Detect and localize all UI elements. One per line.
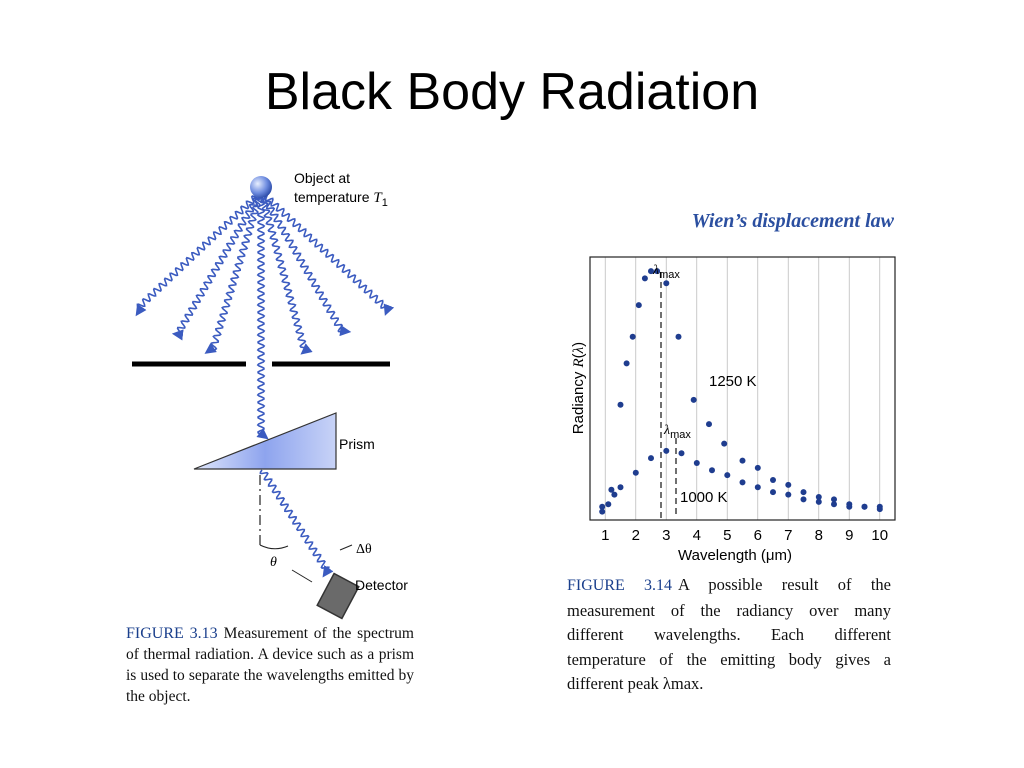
data-point-1000k <box>605 501 612 508</box>
series-label-1000: 1000 K <box>680 489 728 506</box>
x-tick-label: 6 <box>754 527 762 544</box>
data-point-1000k <box>663 447 670 454</box>
data-point-1250k <box>654 268 661 275</box>
data-point-1000k <box>815 498 822 505</box>
data-point-1000k <box>785 491 792 498</box>
x-tick-label: 4 <box>693 527 701 544</box>
data-point-1250k <box>617 401 624 408</box>
data-point-1250k <box>770 477 776 483</box>
prism-label: Prism <box>339 436 375 452</box>
x-tick-label: 7 <box>784 527 792 544</box>
object-label-line2: temperature T1 <box>294 189 388 209</box>
theta-arc <box>259 544 289 550</box>
figure-3-14-text: A possible result of the measurement of … <box>567 575 891 693</box>
x-axis-label: Wavelength (μm) <box>678 547 792 564</box>
data-point-1250k <box>623 360 630 367</box>
data-point-1250k <box>599 503 606 510</box>
data-point-1250k <box>815 494 822 500</box>
data-point-1250k <box>675 333 682 340</box>
data-point-1000k <box>599 508 606 515</box>
data-point-1250k <box>721 440 728 447</box>
data-point-1250k <box>663 280 670 287</box>
x-tick-label: 10 <box>871 527 888 544</box>
x-tick-label: 5 <box>723 527 731 544</box>
data-point-1000k <box>876 506 883 513</box>
theta-label: θ <box>270 555 277 570</box>
data-point-1000k <box>846 503 853 510</box>
series-label-1250: 1250 K <box>709 373 757 390</box>
delta-theta-tick-left <box>291 569 313 583</box>
plot-frame <box>589 256 896 521</box>
figure-3-13-label: FIGURE 3.13 <box>126 625 218 642</box>
heated-object-icon <box>250 176 272 198</box>
x-tick-label: 9 <box>845 527 853 544</box>
data-point-1250k <box>635 302 642 309</box>
data-point-1000k <box>800 496 807 503</box>
radiation-wave <box>256 197 269 440</box>
radiation-wave <box>257 191 313 355</box>
y-axis-label: Radiancy R(λ) <box>570 342 587 434</box>
object-label-line1: Object at <box>294 170 350 186</box>
data-point-1000k <box>861 503 868 510</box>
data-point-1000k <box>632 469 639 476</box>
data-point-1000k <box>739 479 746 486</box>
data-point-1250k <box>608 486 615 493</box>
x-tick-label: 8 <box>815 527 823 544</box>
delta-theta-label: Δθ <box>356 542 372 557</box>
data-point-1000k <box>611 491 618 498</box>
detector-label: Detector <box>355 577 408 593</box>
figure-3-14-label: FIGURE 3.14 <box>567 577 672 594</box>
data-point-1250k <box>785 481 792 488</box>
chart-marks <box>599 268 883 515</box>
x-tick-label: 2 <box>632 527 640 544</box>
data-point-1000k <box>617 484 624 491</box>
radiation-waves <box>135 190 395 578</box>
data-point-1000k <box>648 455 654 462</box>
figure-3-13-text: Measurement of the spectrum of thermal r… <box>126 625 414 705</box>
data-point-1000k <box>678 450 685 457</box>
data-point-1000k <box>770 489 776 496</box>
data-point-1250k <box>831 496 837 503</box>
delta-theta-tick-right <box>339 544 353 551</box>
lambda-max-label-1: λmax <box>652 263 680 281</box>
data-point-1000k <box>709 467 715 474</box>
data-point-1250k <box>706 421 712 428</box>
x-tick-label: 3 <box>662 527 670 544</box>
data-point-1250k <box>739 457 746 464</box>
radiation-wave <box>258 191 352 337</box>
data-point-1250k <box>754 464 761 471</box>
radiation-wave <box>259 469 334 578</box>
data-point-1250k <box>800 489 807 496</box>
wien-heading: Wien’s displacement law <box>691 210 894 232</box>
x-tick-label: 1 <box>601 527 609 544</box>
x-tick-labels: 1 2 3 4 5 6 7 8 9 10 <box>601 527 888 544</box>
data-point-1250k <box>690 396 697 403</box>
radiation-wave <box>135 190 262 317</box>
prism-shape <box>193 412 337 470</box>
data-point-1250k <box>846 501 853 508</box>
chart-grid <box>604 257 881 520</box>
data-point-1250k <box>648 268 654 275</box>
radiation-wave <box>204 191 263 354</box>
data-point-1000k <box>754 484 761 491</box>
slide-title: Black Body Radiation <box>264 63 760 121</box>
data-point-1250k <box>876 503 883 510</box>
data-point-1250k <box>641 275 648 282</box>
data-point-1250k <box>629 333 636 340</box>
radiation-wave <box>171 190 262 341</box>
data-point-1000k <box>724 472 731 479</box>
detector-icon <box>316 572 360 620</box>
lambda-max-label-2: λmax <box>663 423 691 441</box>
data-point-1000k <box>693 460 700 466</box>
data-point-1000k <box>831 501 837 508</box>
data-point-1250k <box>861 503 868 510</box>
radiation-wave <box>259 191 395 316</box>
